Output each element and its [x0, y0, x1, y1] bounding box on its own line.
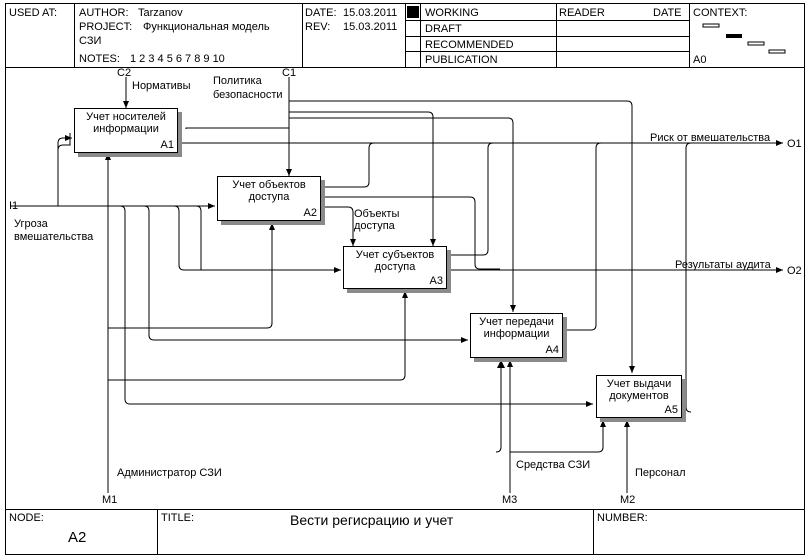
- m1-name: Администратор СЗИ: [117, 467, 222, 479]
- arrow-i1-a5: [119, 205, 593, 407]
- working-marker: [407, 6, 419, 18]
- date-column-label: DATE: [653, 7, 682, 19]
- m3-name: Средства СЗИ: [516, 459, 591, 471]
- author-label: AUTHOR:: [79, 7, 129, 19]
- i1-name-line1: Угроза: [14, 218, 48, 230]
- c1-name-line1: Политика: [213, 75, 262, 87]
- status-draft: DRAFT: [425, 23, 462, 35]
- date-value: 15.03.2011: [343, 7, 398, 19]
- activity-number: A1: [160, 139, 174, 151]
- c2-code: C2: [117, 67, 132, 79]
- m2-name: Персонал: [635, 467, 686, 479]
- i1-name-line2: вмешательства: [14, 231, 94, 243]
- arrow-m3-a4: [495, 360, 502, 453]
- status-publication: PUBLICATION: [425, 54, 498, 66]
- node-value: A2: [68, 529, 87, 546]
- status-recommended: RECOMMENDED: [425, 39, 514, 51]
- o2-name: Результаты аудита: [675, 259, 771, 271]
- rev-value: 15.03.2011: [343, 21, 398, 33]
- activity-box-a5[interactable]: Учет выдачи документов A5: [596, 375, 682, 418]
- a3-to-o1: [447, 142, 494, 256]
- project-value-line1: Функциональная модель: [143, 21, 270, 33]
- arrow-c1-branch-a1: [185, 127, 289, 129]
- notes-values: 1 2 3 4 5 6 7 8 9 10: [130, 53, 225, 65]
- o1-name: Риск от вмешательства: [650, 132, 771, 144]
- activity-box-a3[interactable]: Учет субъектов доступа A3: [343, 246, 447, 289]
- project-value-line2: СЗИ: [79, 35, 102, 47]
- a4-to-o1: [563, 142, 602, 331]
- number-label: NUMBER:: [597, 512, 648, 524]
- a2-to-o1: [320, 142, 375, 188]
- activity-number: A3: [429, 275, 443, 287]
- activity-label: Учет субъектов доступа: [355, 249, 435, 273]
- o1-code: O1: [787, 138, 802, 150]
- c1-code: C1: [282, 67, 297, 79]
- node-label: NODE:: [9, 512, 44, 524]
- m2-code: M2: [620, 494, 636, 506]
- arrow-c1-a4: [289, 117, 516, 312]
- objects-label-line2: доступа: [354, 220, 395, 232]
- arrow-m1-a2: [108, 223, 275, 329]
- reader-label: READER: [559, 7, 605, 19]
- activity-label: Учет передачи информации: [479, 316, 554, 340]
- a5-to-o1: [685, 142, 692, 413]
- objects-label-line1: Объекты: [354, 208, 400, 220]
- title-label: TITLE:: [161, 512, 195, 524]
- date-label: DATE:: [305, 7, 337, 19]
- arrow-c1-a5: [289, 100, 635, 373]
- author-value: Tarzanov: [138, 7, 183, 19]
- activity-box-a2[interactable]: Учет объектов доступа A2: [217, 176, 321, 221]
- activity-number: A2: [303, 207, 317, 219]
- used-at-label: USED AT:: [9, 7, 58, 19]
- activity-label: Учет объектов доступа: [232, 179, 306, 203]
- a2-output-to-a4: [320, 196, 500, 270]
- arrow-m1-a3: [108, 291, 408, 381]
- rev-label: REV:: [305, 21, 331, 33]
- project-label: PROJECT:: [79, 21, 133, 33]
- c2-name: Нормативы: [132, 80, 191, 92]
- arrow-i1-a3: [173, 205, 341, 273]
- activity-number: A5: [664, 404, 678, 416]
- context-thumbnail: [702, 23, 786, 54]
- arrow-i1-a4: [143, 205, 468, 343]
- outer-frame: [5, 3, 805, 555]
- arrow-c1-a3: [289, 111, 436, 246]
- arrow-objects-a3: [320, 206, 356, 246]
- activity-label: Учет выдачи документов: [606, 378, 672, 402]
- diagram-title: Вести регисрацию и учет: [290, 512, 454, 528]
- o2-code: O2: [787, 265, 802, 277]
- arrow-m3-a5: [510, 420, 606, 453]
- m3-code: M3: [502, 494, 518, 506]
- i1-code: I1: [9, 200, 19, 212]
- activity-label: Учет носителей информации: [86, 111, 166, 135]
- context-node: A0: [693, 54, 707, 66]
- activity-box-a4[interactable]: Учет передачи информации A4: [470, 313, 563, 358]
- status-working: WORKING: [425, 7, 479, 19]
- context-label: CONTEXT:: [693, 7, 748, 19]
- activity-box-a1[interactable]: Учет носителей информации A1: [74, 108, 178, 153]
- notes-label: NOTES:: [79, 53, 120, 65]
- activity-number: A4: [545, 344, 559, 356]
- c1-name-line2: безопасности: [213, 89, 283, 101]
- arrow-i1-a1: [57, 133, 71, 206]
- m1-code: M1: [102, 494, 118, 506]
